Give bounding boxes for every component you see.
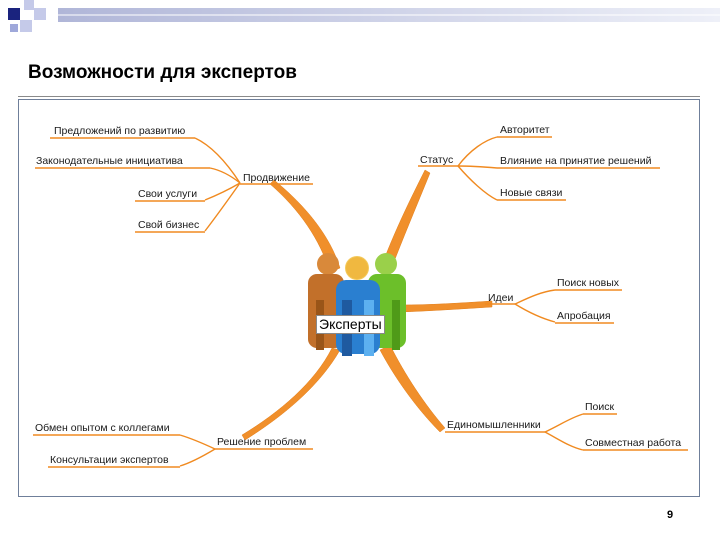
- branch-problems: [242, 348, 340, 440]
- branch-ideas: [400, 301, 492, 312]
- leaf-label: Поиск: [585, 401, 614, 414]
- leaf-label: Предложений по развитию: [54, 125, 185, 138]
- branch-label-unified: Единомышленники: [447, 419, 541, 432]
- branch-unified: [380, 345, 445, 432]
- leaf-label: Авторитет: [500, 124, 550, 137]
- leaf-label: Законодательные инициатива: [36, 155, 183, 168]
- leaf-label: Совместная работа: [585, 437, 681, 450]
- leaf-label: Свои услуги: [138, 188, 197, 201]
- leaf-label: Новые связи: [500, 187, 562, 200]
- center-label: Эксперты: [316, 315, 385, 334]
- branch-label-ideas: Идеи: [488, 292, 513, 305]
- leaf-label: Консультации экспертов: [50, 454, 169, 467]
- branch-label-status: Статус: [420, 154, 453, 167]
- leaf-label: Свой бизнес: [138, 219, 199, 232]
- leaf-label: Поиск новых: [557, 277, 619, 290]
- page-number: 9: [667, 509, 673, 521]
- branch-label-problems: Решение проблем: [217, 436, 306, 449]
- people-group-icon: [308, 253, 406, 356]
- branch-label-promotion: Продвижение: [243, 172, 310, 185]
- leaf-label: Апробация: [557, 310, 611, 323]
- leaf-label: Обмен опытом с коллегами: [35, 422, 170, 435]
- leaf-label: Влияние на принятие решений: [500, 155, 651, 168]
